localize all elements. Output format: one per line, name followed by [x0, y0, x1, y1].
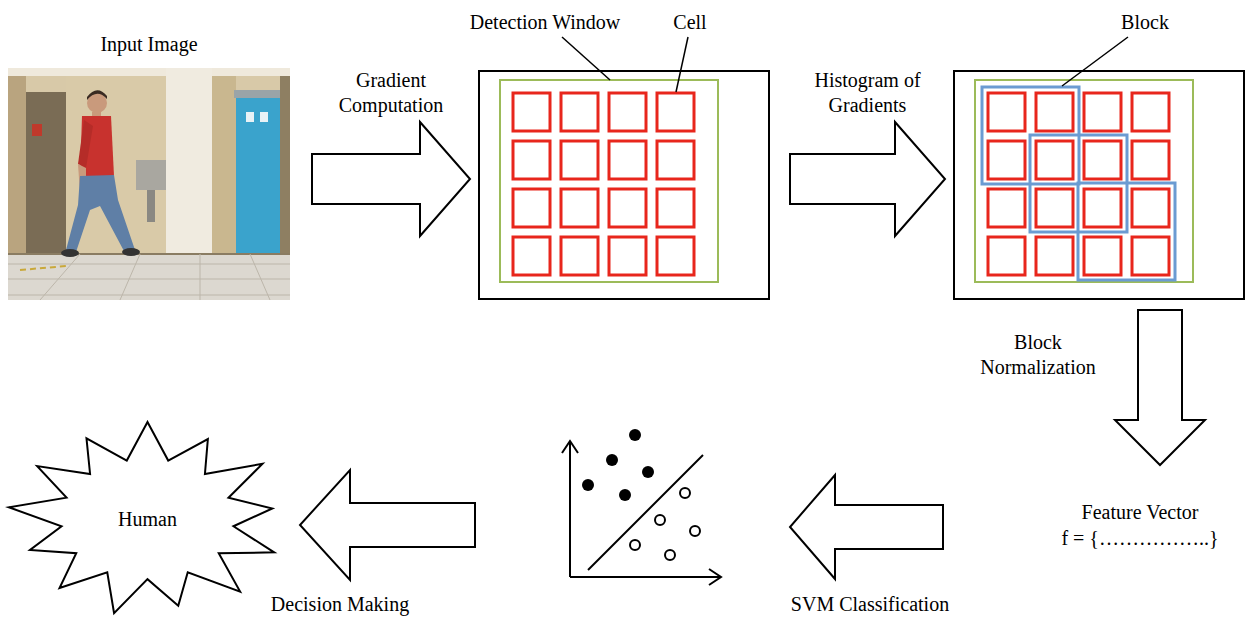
step-label-holder: Decision Making: [220, 592, 460, 617]
step-label: Histogram of Gradients: [803, 68, 933, 118]
block-outlines: [982, 87, 1175, 280]
block-arrow: [790, 122, 945, 236]
step-label: Gradient Computation: [326, 68, 456, 118]
flow-arrows: [300, 470, 943, 580]
starburst-shape: [9, 422, 274, 613]
step-label-holder: SVM Classification: [750, 592, 990, 617]
block-arrow: [1115, 310, 1205, 465]
svm-plot: [562, 429, 721, 585]
arrow-label-holder: Gradient Computation: [326, 68, 456, 118]
detection-panel: Detection WindowCell: [478, 70, 770, 300]
block-panel: Block: [953, 70, 1245, 300]
step-label: Decision Making: [220, 592, 460, 617]
text-holder: Detection Window: [385, 10, 705, 35]
callout-label: Cell: [530, 10, 850, 35]
arrow-label-holder: Block Normalization: [973, 330, 1103, 380]
arrow-label-holder: Histogram of Gradients: [803, 68, 933, 118]
step-label: Block Normalization: [973, 330, 1103, 380]
feature-vector: Feature Vectorf = {……………..}: [1055, 497, 1224, 553]
input-photo: [8, 68, 290, 300]
callout-label: Detection Window: [385, 10, 705, 35]
image-title: Input Image: [0, 32, 309, 57]
text-holder: Input Image: [0, 32, 309, 57]
input-image-frame: Input Image: [8, 68, 290, 300]
feature-heading: Feature Vector: [1061, 499, 1218, 525]
block-arrow: [312, 122, 470, 236]
text-holder: Block: [985, 10, 1257, 35]
result-label: Human: [118, 507, 177, 532]
feature-formula: f = {……………..}: [1061, 525, 1218, 551]
text-holder: Cell: [530, 10, 850, 35]
step-label: SVM Classification: [750, 592, 990, 617]
callout-label: Block: [985, 10, 1257, 35]
starburst: Human: [5, 420, 290, 618]
